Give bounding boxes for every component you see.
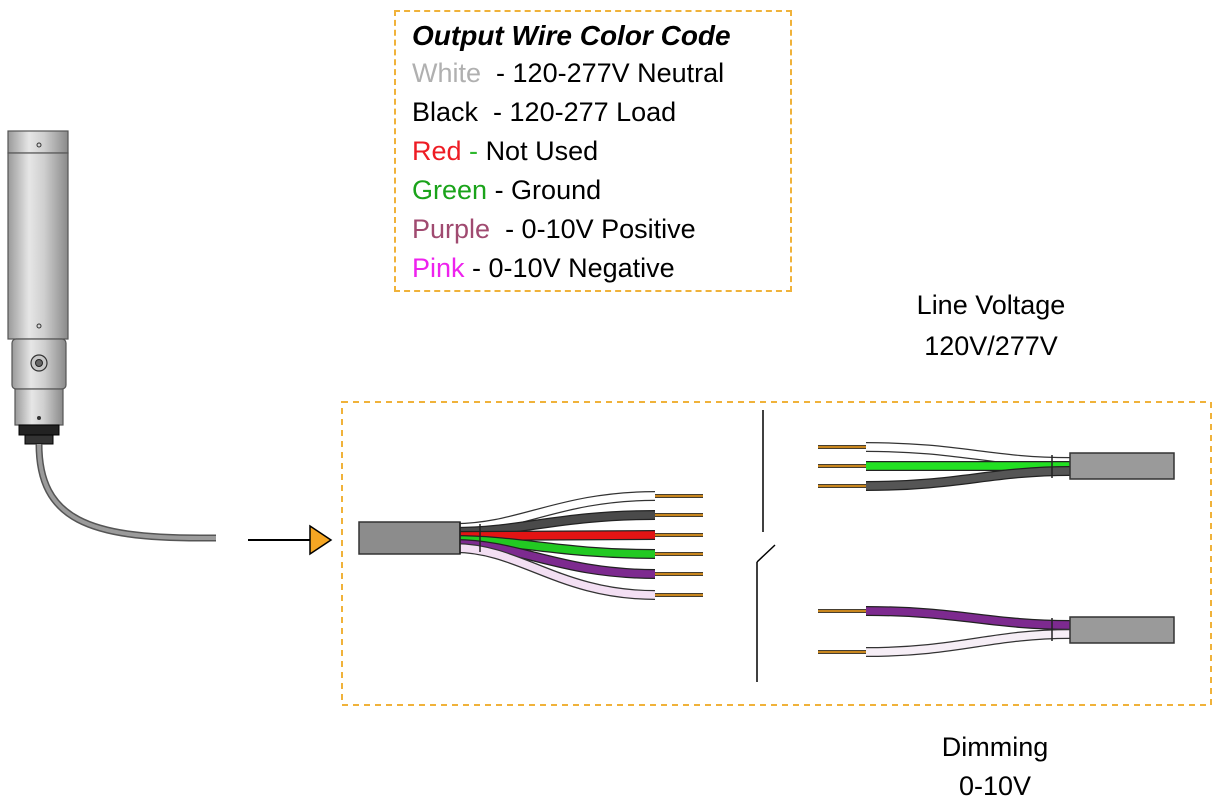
legend-row-pink: Pink - 0-10V Negative (412, 253, 675, 284)
legend-row-green: Green - Ground (412, 175, 601, 206)
legend-description: - 120-277V Neutral (496, 58, 725, 88)
fixture-cable (35, 443, 216, 542)
legend-row-purple: Purple - 0-10V Positive (412, 214, 696, 245)
line-voltage-title: Line Voltage (916, 290, 1066, 320)
divider-switch (756, 544, 776, 563)
fixture-gland (18, 424, 60, 436)
legend-color-word: White (412, 58, 482, 88)
fixture-cable-highlight (37, 443, 216, 540)
fixture-body (7, 152, 69, 340)
fixture-screw-top (36, 142, 42, 148)
lv-wire-black (818, 466, 1071, 491)
line-voltage-cable (818, 442, 1175, 491)
lv-wire-white (818, 442, 1071, 467)
legend-description: - 120-277 Load (493, 97, 677, 127)
wire-pink (454, 543, 703, 600)
fixture-screw-bottom (37, 416, 41, 420)
dimming-value: 0-10V (958, 771, 1032, 801)
legend-separator-dash: - (469, 136, 479, 166)
six-wire-cable (358, 491, 703, 600)
lv-cable-jacket (1069, 452, 1175, 480)
wire-red (454, 530, 703, 541)
fixture-cap (7, 130, 69, 154)
fixture-screw-mid (36, 323, 42, 329)
arrow-icon (248, 524, 333, 556)
fixture-gland-nut (24, 434, 54, 445)
legend-row-black: Black - 120-277 Load (412, 97, 676, 128)
fixture-pivot-inner (35, 359, 43, 367)
arrow-head (309, 524, 333, 556)
legend-color-word: Green (412, 175, 488, 205)
legend-row-red: Red - Not Used (412, 136, 598, 167)
legend-row-white: White - 120-277V Neutral (412, 58, 724, 89)
legend-description: Not Used (485, 136, 599, 166)
line-voltage-value: 120V/277V (924, 331, 1058, 361)
legend-title: Output Wire Color Code (412, 20, 731, 51)
dimming-title: Dimming (941, 732, 1049, 762)
wire-detail-box (341, 401, 1212, 706)
fixture-icon (7, 130, 216, 542)
legend-color-word: Red (412, 136, 462, 166)
legend-color-word: Purple (412, 214, 491, 244)
dim-wire-purple (818, 606, 1071, 630)
dimming-cable (818, 606, 1175, 657)
dim-wire-pink (818, 629, 1071, 657)
legend-description: - 0-10V Positive (505, 214, 696, 244)
legend-description: - Ground (494, 175, 602, 205)
legend-color-word: Black (412, 97, 479, 127)
legend-color-word: Pink (412, 253, 465, 283)
split-divider (756, 410, 776, 682)
legend-box (394, 10, 792, 292)
legend-description: - 0-10V Negative (472, 253, 675, 283)
dim-cable-jacket (1069, 616, 1175, 644)
cable-jacket (358, 521, 461, 555)
